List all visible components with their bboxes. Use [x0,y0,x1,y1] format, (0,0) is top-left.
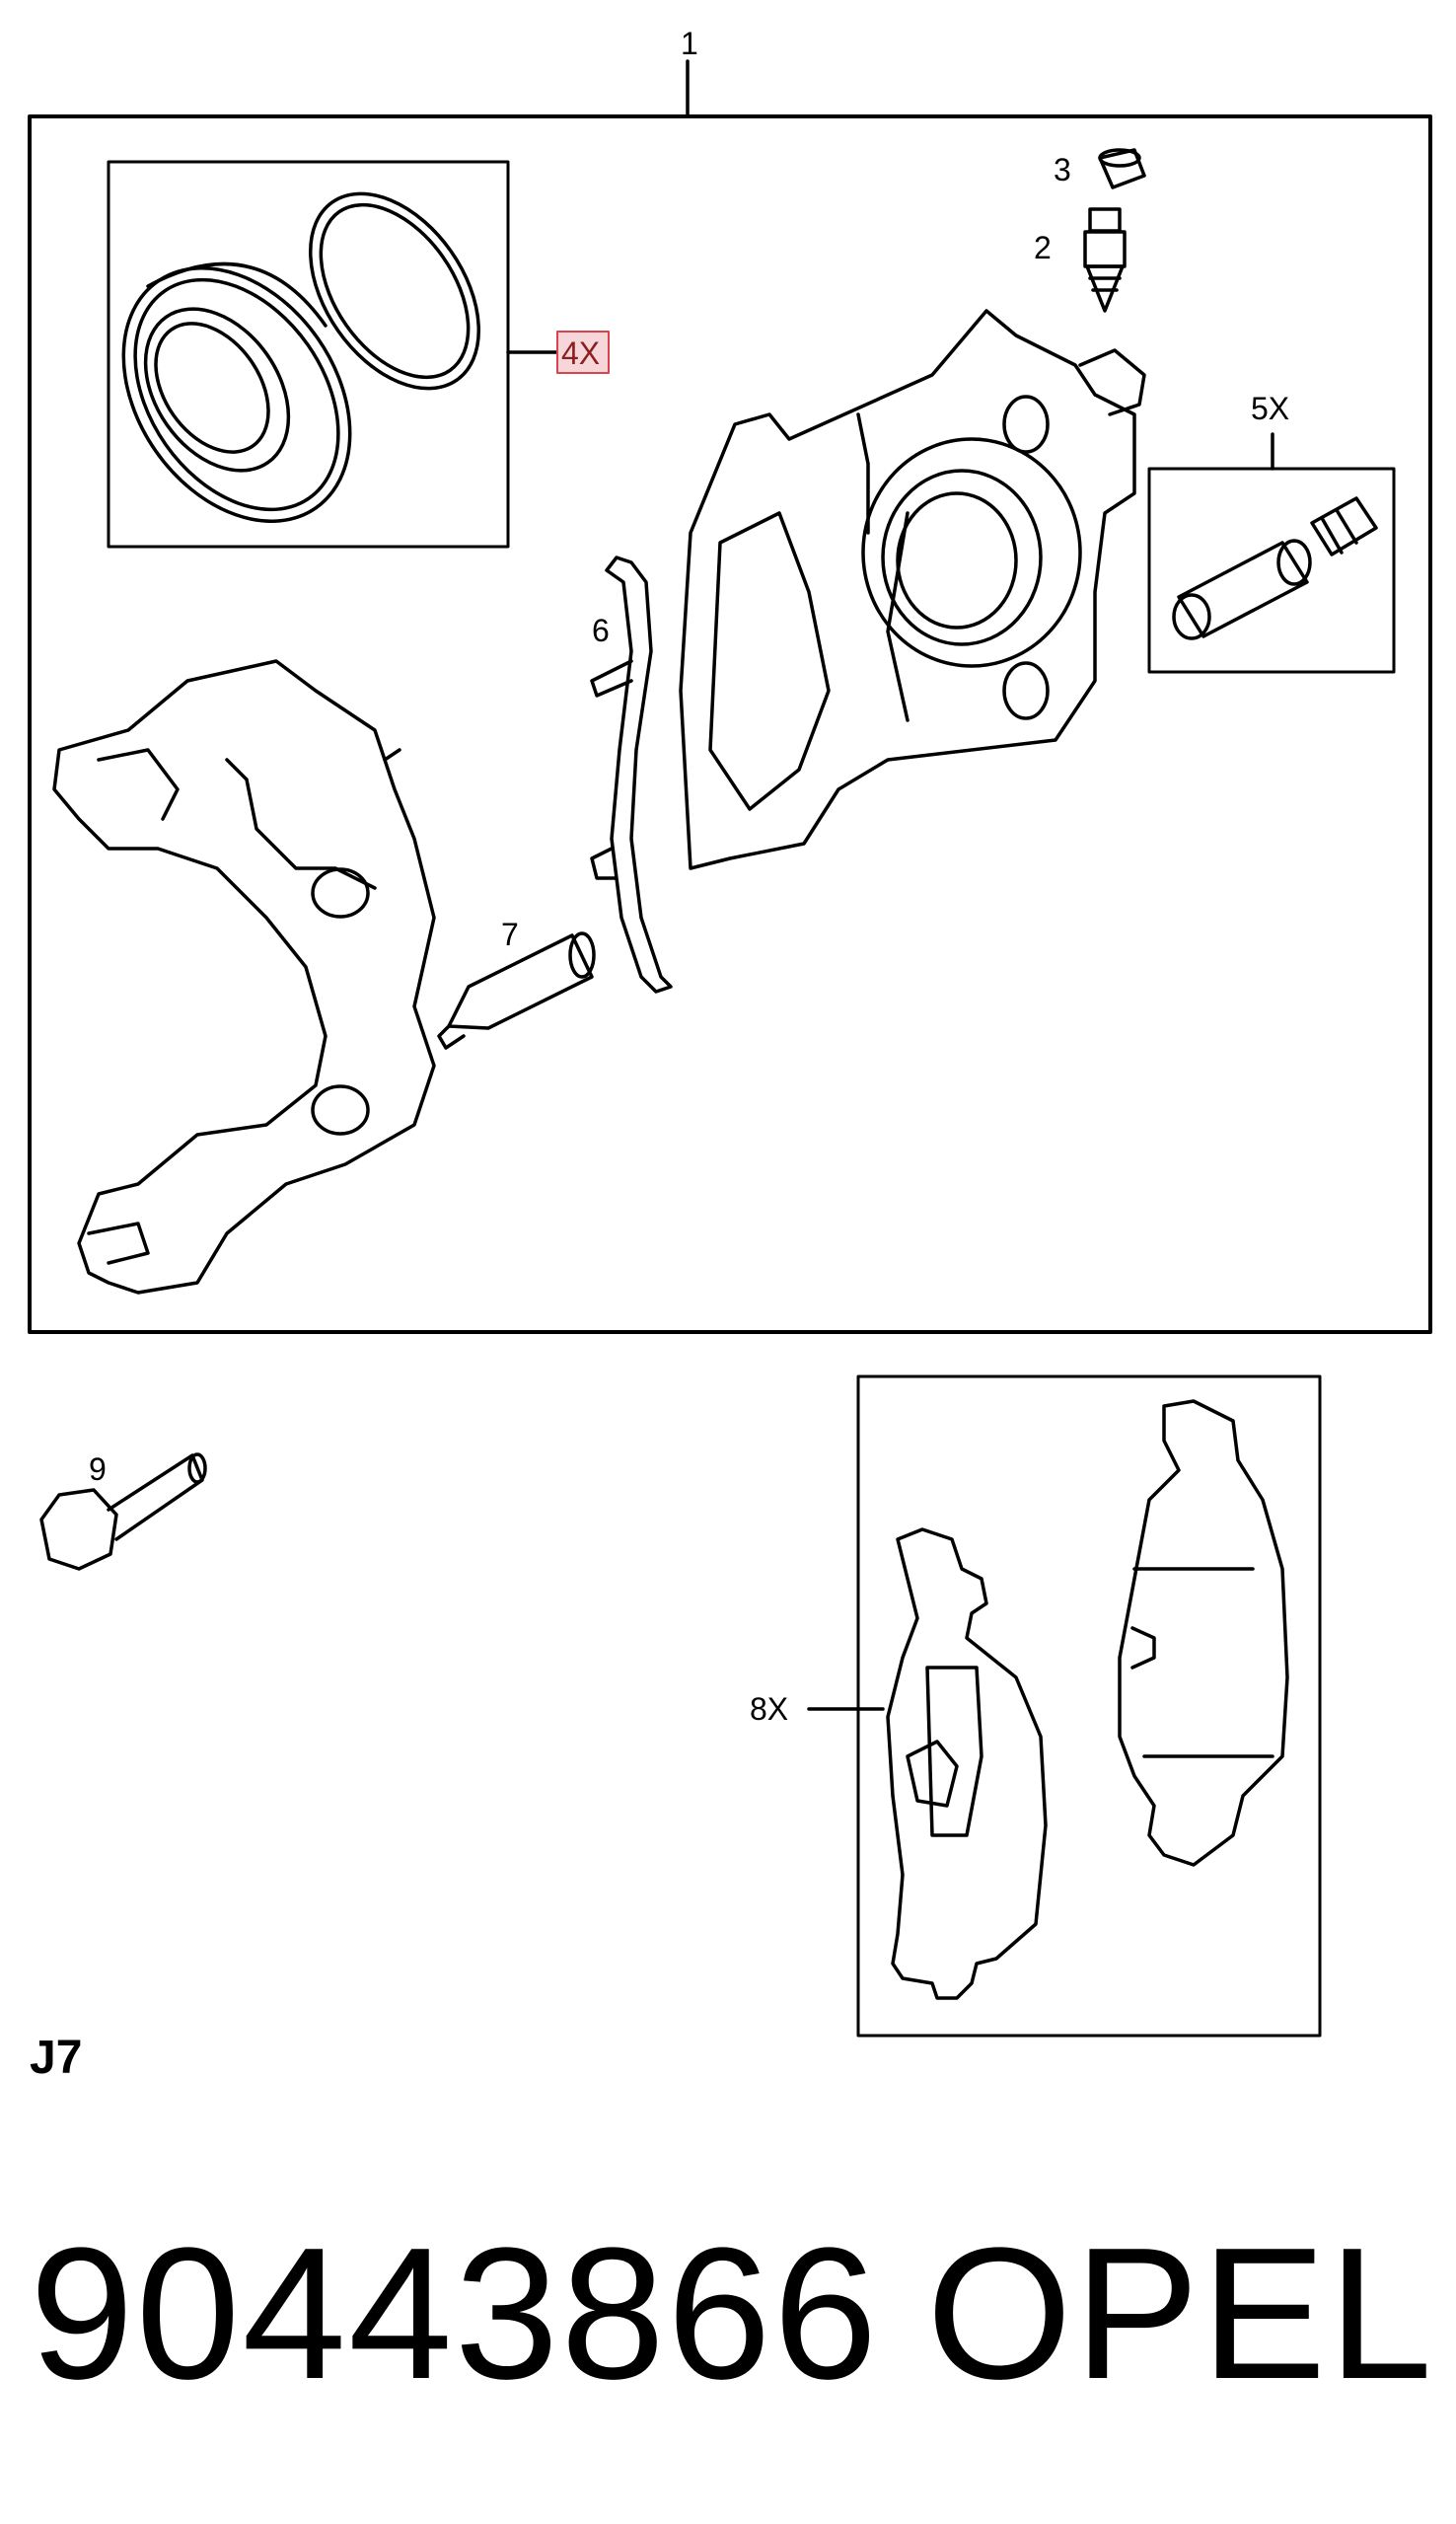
section-code: J7 [30,2032,83,2084]
brand-name: OPEL [926,2209,1434,2418]
part-number: 90443866 [30,2209,880,2418]
brake-pad-inner-icon [886,1527,1048,2000]
brake-pad-outer-icon [1118,1399,1289,1867]
guide-sleeve-icon [1310,496,1378,557]
callout-4x: 4X [561,335,600,371]
seal-kit-frame [107,160,510,549]
callout-8x: 8X [750,1691,788,1727]
callout-3: 3 [1054,152,1071,187]
guide-bushing-icon [1172,539,1312,640]
mounting-bolt-icon [39,1452,207,1571]
callout-4x-highlight [556,331,610,374]
callout-9: 9 [89,1451,107,1487]
piston-ring-icon [308,191,481,391]
bleed-cap-icon [1098,148,1146,189]
bleed-screw-icon [1083,207,1127,313]
caliper-housing-icon [679,309,1146,870]
retaining-spring-icon [590,556,673,994]
callout-1: 1 [681,26,698,61]
callout-7: 7 [501,917,519,952]
caliper-assembly-frame [28,114,1432,1334]
piston-seal-icon [121,261,352,523]
callout-2: 2 [1034,230,1052,265]
callout-5x: 5X [1251,391,1289,426]
callout-6: 6 [592,613,610,648]
guide-pin-icon [437,931,596,1050]
brake-pads-frame [856,1374,1322,2038]
caliper-bracket-icon [52,659,436,1295]
